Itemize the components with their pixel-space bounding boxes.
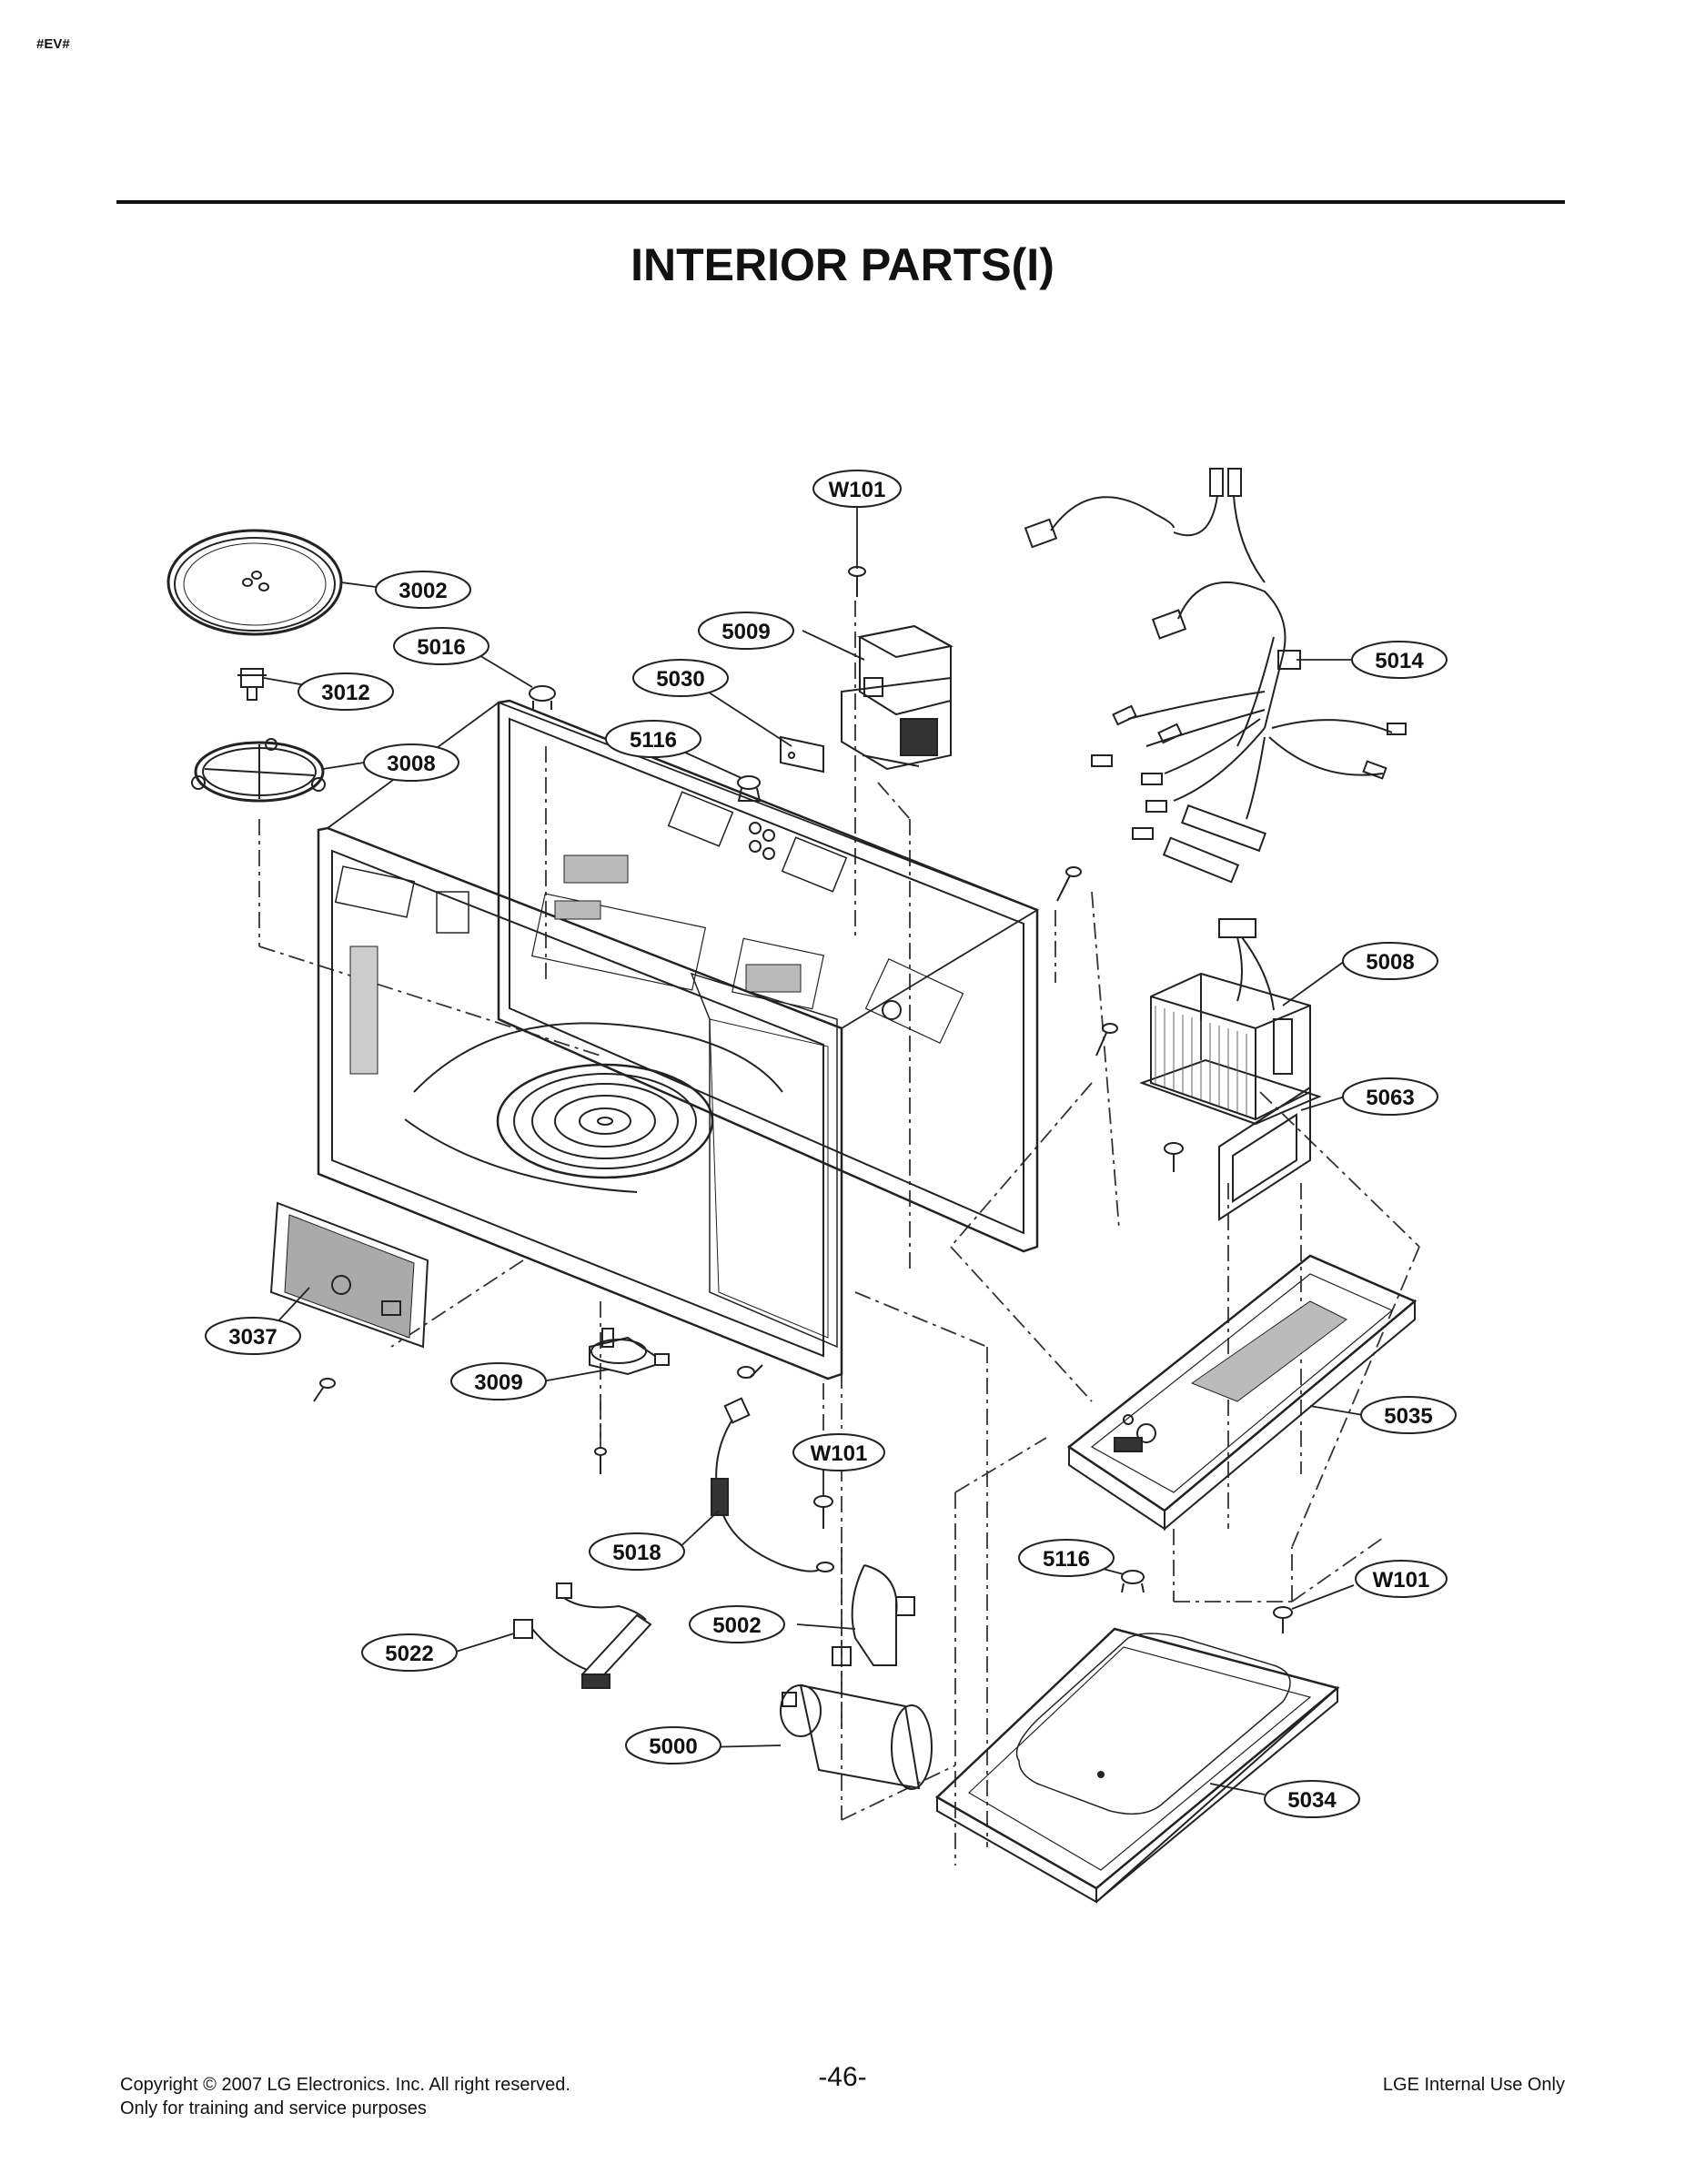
callout-3037 bbox=[205, 1317, 301, 1355]
cavity-body bbox=[317, 699, 1040, 1380]
label-w101-top: W101 bbox=[829, 478, 886, 502]
label-5002: 5002 bbox=[712, 1613, 761, 1638]
callout-5063 bbox=[1342, 1077, 1438, 1116]
screw-mid-2 bbox=[1095, 1023, 1118, 1057]
footer-note: Only for training and service purposes bbox=[120, 2098, 427, 2118]
callout-3009 bbox=[450, 1362, 547, 1400]
callout-5116-bottom bbox=[1018, 1539, 1115, 1577]
page-number: -46- bbox=[818, 2062, 867, 2092]
screw-cavity-bottom bbox=[737, 1364, 763, 1379]
label-5063: 5063 bbox=[1366, 1086, 1414, 1110]
wire-harness-5014 bbox=[1024, 468, 1407, 884]
screw-w101-right bbox=[1273, 1606, 1293, 1633]
footer-copyright-block: Copyright © 2007 LG Electronics. Inc. Al… bbox=[120, 2073, 570, 2120]
label-w101-right: W101 bbox=[1373, 1568, 1430, 1592]
label-5116-bottom: 5116 bbox=[1043, 1547, 1090, 1572]
switch-5022 bbox=[513, 1582, 652, 1689]
screw-w101-mid bbox=[813, 1495, 833, 1529]
callout-5000 bbox=[625, 1726, 721, 1764]
callout-5018 bbox=[589, 1532, 685, 1571]
label-5014: 5014 bbox=[1375, 649, 1424, 673]
footer-internal: LGE Internal Use Only bbox=[1382, 2075, 1565, 2095]
callout-5035 bbox=[1360, 1396, 1457, 1434]
vent-grille-3037 bbox=[269, 1201, 429, 1402]
callout-3002 bbox=[375, 571, 471, 609]
coupler-3012 bbox=[237, 668, 267, 701]
thermostat-5016 bbox=[529, 685, 556, 710]
magnetron-5009 bbox=[841, 624, 953, 771]
callout-5002 bbox=[689, 1605, 785, 1643]
label-5022: 5022 bbox=[385, 1642, 433, 1666]
callout-5116-top bbox=[605, 720, 701, 758]
base-plate-5035 bbox=[1066, 1254, 1418, 1532]
label-5009: 5009 bbox=[721, 620, 770, 644]
assembly-guide-lines bbox=[258, 601, 1420, 1866]
page-title: INTERIOR PARTS(I) bbox=[631, 239, 1054, 290]
callout-5022 bbox=[361, 1633, 458, 1672]
label-5000: 5000 bbox=[649, 1734, 697, 1759]
callout-bubbles bbox=[205, 470, 1457, 1818]
callout-w101-mid bbox=[792, 1433, 885, 1471]
turntable-tray-3002 bbox=[166, 529, 343, 636]
label-3009: 3009 bbox=[474, 1370, 522, 1395]
thermostat-5116-top bbox=[737, 775, 762, 802]
label-3037: 3037 bbox=[228, 1325, 277, 1350]
label-3008: 3008 bbox=[387, 752, 435, 776]
label-5034: 5034 bbox=[1287, 1788, 1337, 1813]
bracket-5030 bbox=[780, 735, 824, 774]
transformer-5008 bbox=[1139, 918, 1322, 1126]
label-5116-top: 5116 bbox=[630, 728, 677, 753]
header-tag: #EV# bbox=[36, 36, 70, 52]
motor-3009 bbox=[589, 1328, 670, 1474]
capacitor-bracket-5002 bbox=[832, 1564, 915, 1666]
roller-ring-3008 bbox=[191, 738, 326, 803]
callout-5034 bbox=[1264, 1780, 1360, 1818]
thermostat-5116-bottom bbox=[1121, 1570, 1145, 1593]
diode-5018 bbox=[711, 1397, 834, 1572]
callout-5014 bbox=[1351, 641, 1448, 679]
screw-mid-1 bbox=[1056, 866, 1082, 902]
leader-lines bbox=[263, 508, 1364, 1795]
screw-w101-top bbox=[848, 566, 866, 597]
callout-3008 bbox=[363, 743, 459, 782]
label-5018: 5018 bbox=[612, 1541, 661, 1565]
callout-labels: W101 3002 5016 3012 3008 5009 5030 5116 … bbox=[228, 478, 1432, 1813]
capacitor-5000 bbox=[780, 1684, 933, 1790]
callout-3012 bbox=[298, 672, 394, 711]
bracket-5063 bbox=[1164, 1086, 1311, 1221]
title-rule bbox=[116, 200, 1565, 204]
label-5016: 5016 bbox=[417, 635, 465, 660]
callout-w101-top bbox=[812, 470, 902, 508]
bottom-plate-5034 bbox=[934, 1627, 1340, 1904]
callout-5008 bbox=[1342, 942, 1438, 980]
label-5030: 5030 bbox=[656, 667, 704, 692]
callout-w101-right bbox=[1355, 1560, 1448, 1598]
callout-5009 bbox=[698, 612, 794, 650]
callout-5016 bbox=[393, 627, 489, 665]
label-5035: 5035 bbox=[1384, 1404, 1432, 1429]
label-w101-mid: W101 bbox=[811, 1441, 868, 1466]
label-3002: 3002 bbox=[399, 579, 447, 603]
footer-copyright: Copyright © 2007 LG Electronics. Inc. Al… bbox=[120, 2075, 570, 2095]
label-3012: 3012 bbox=[321, 681, 369, 705]
callout-5030 bbox=[632, 659, 729, 697]
label-5008: 5008 bbox=[1366, 950, 1414, 975]
